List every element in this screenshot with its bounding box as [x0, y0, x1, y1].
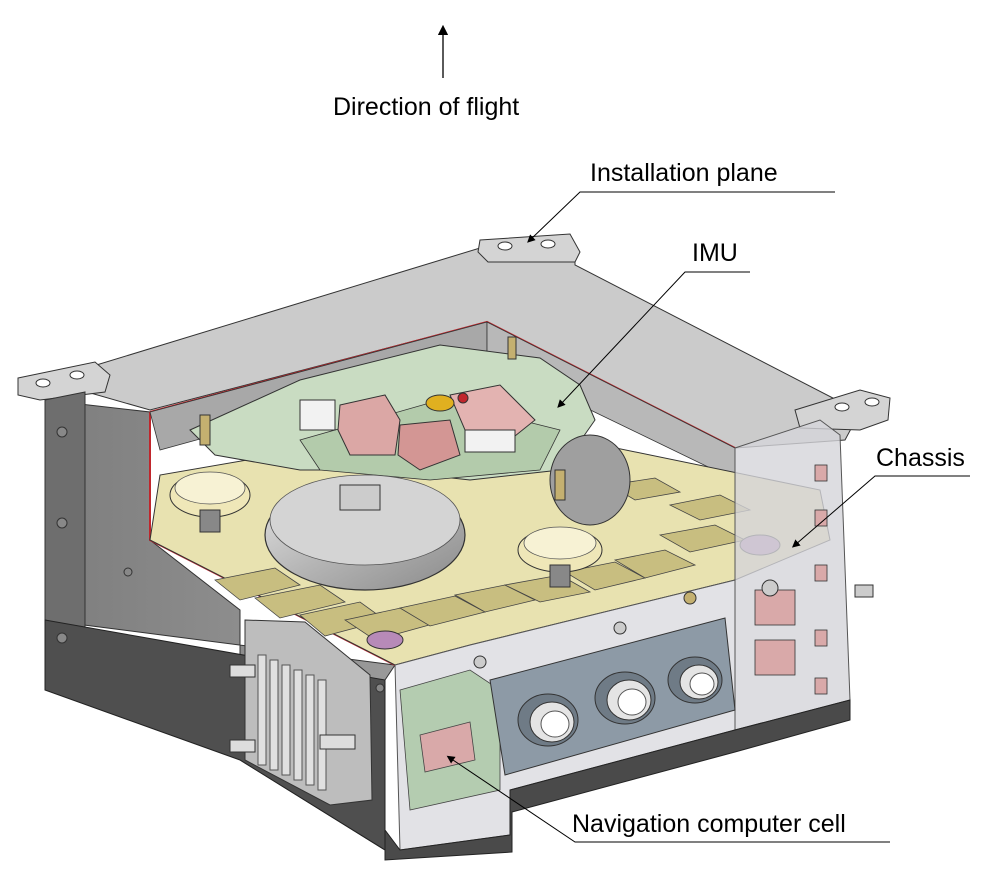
imu-module-white-1: [299, 399, 336, 431]
label-imu: IMU: [692, 239, 738, 267]
vibration-isolator-right: [517, 526, 603, 588]
leader-installation-plane: [527, 191, 835, 243]
sensor-drum-right: [549, 434, 631, 526]
imu-module-white-2: [464, 429, 516, 453]
mounting-tab-top: [477, 233, 581, 263]
connector-3: [667, 656, 723, 704]
mounting-tab-left: [17, 361, 111, 401]
vibration-isolator-left: [169, 471, 251, 533]
label-installation-plane: Installation plane: [590, 159, 778, 187]
connector-1: [517, 693, 579, 747]
connector-2: [594, 671, 656, 725]
right-transparent-panel: [734, 419, 851, 731]
imu-block-2: [397, 419, 461, 471]
label-navigation-computer-cell: Navigation computer cell: [572, 810, 846, 838]
label-chassis: Chassis: [876, 444, 965, 472]
leader-chassis: [791, 475, 970, 548]
leader-navigation-computer: [446, 755, 890, 843]
front-base: [384, 699, 851, 861]
leader-lines: [446, 191, 970, 843]
leader-imu: [557, 271, 750, 408]
tray-hole-front: [366, 630, 404, 650]
right-panel-bolts: [814, 464, 828, 695]
label-direction-of-flight: Direction of flight: [333, 93, 520, 121]
imu-block-3: [449, 384, 536, 441]
imu-block-1: [337, 394, 401, 456]
